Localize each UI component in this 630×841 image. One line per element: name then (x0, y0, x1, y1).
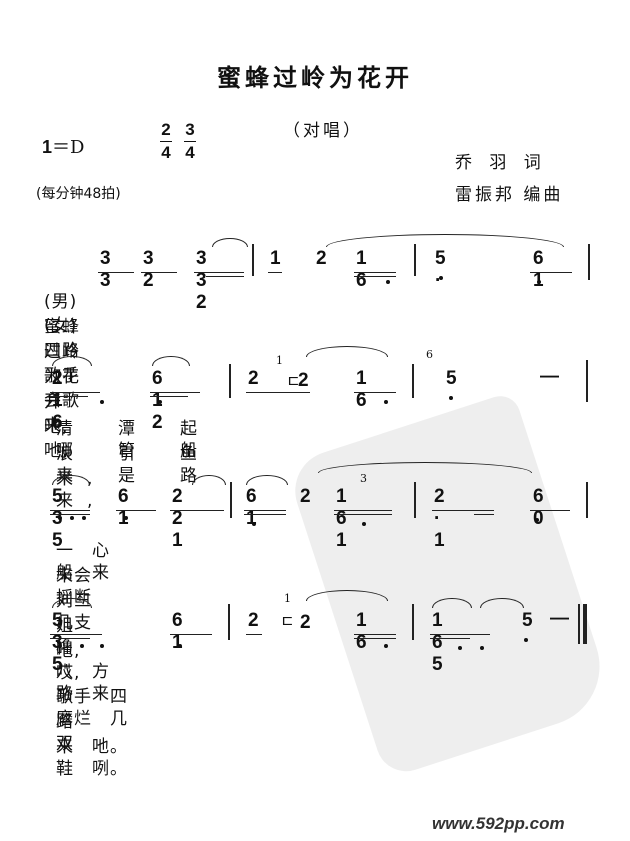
note-group: 5 · (435, 248, 446, 291)
note-group: 6 1 (246, 486, 257, 529)
note: 5 (522, 610, 533, 631)
note-group: 1 6 (356, 610, 367, 653)
note: 1 (270, 248, 281, 269)
note-group: 3 2 (143, 248, 154, 291)
note-group: 5 3 5 (52, 486, 63, 551)
song-title: 蜜蜂过岭为花开 (217, 64, 413, 92)
time-num: 3 (185, 120, 195, 139)
time-den: 4 (185, 143, 195, 162)
note: 2 (300, 612, 311, 633)
time-signature-3-4: 3 4 (182, 120, 198, 163)
grace-note: 6 (426, 348, 433, 361)
note-group: 6 1 (118, 486, 129, 529)
note-group: 1 6 (356, 248, 367, 291)
tempo-marking: (每分钟48拍) (36, 186, 121, 202)
website-watermark: www.592pp.com (432, 814, 565, 833)
grace-hook-icon: ㄷ (280, 614, 295, 631)
note-group: 1 6 (356, 368, 367, 411)
key-signature: 1＝D (42, 133, 84, 159)
triplet-mark: 3 (360, 472, 367, 485)
note-group: 6 0 (533, 486, 544, 529)
song-subtitle: （对唱） (283, 121, 363, 141)
note-group: 3 3 2 (196, 248, 207, 313)
note-group: 6 1 (172, 610, 183, 653)
grace-hook-icon: ㄷ (286, 374, 301, 391)
lyric-line-female: 哪 管 船 来 是 路 来, (56, 441, 335, 511)
time-num: 2 (161, 120, 171, 139)
note: 2 (248, 368, 259, 389)
lyricist-credit: 乔 羽 词 (455, 153, 547, 173)
note-extension: — (540, 366, 559, 387)
grace-note: 1 (276, 354, 283, 367)
note-group: 1 6 5 (432, 610, 443, 675)
key-tonic: 1 (42, 137, 53, 157)
lyric-line-female: 路 来 磨烂 几 双 鞋 咧。 (56, 684, 164, 779)
note-group: 2 1 6 (52, 368, 63, 433)
note-group: 6 1 2 (152, 368, 163, 433)
note: 5 (446, 368, 457, 389)
time-den: 4 (161, 143, 171, 162)
note-group: 6 1 (533, 248, 544, 291)
note-group: 2 2 1 (172, 486, 183, 551)
note: 2 (298, 370, 309, 391)
time-signature-2-4: 2 4 (158, 120, 174, 163)
note-group: 5 3 5 (52, 610, 63, 675)
composer-credit: 雷振邦 编曲 (455, 185, 564, 205)
note-group: 1 6 1 (336, 486, 347, 551)
note: 2 (300, 486, 311, 507)
key-value: ＝D (52, 137, 85, 158)
note: 2 (248, 610, 259, 631)
note-extension: — (550, 608, 569, 629)
note-group: 2 · 1 (434, 486, 445, 551)
note: 2 (316, 248, 327, 269)
note-group: 3 3 (100, 248, 111, 291)
grace-note: 1 (284, 592, 291, 605)
lyric-line-female: 船 来 摇断 几支 橹 哎, (56, 563, 128, 683)
